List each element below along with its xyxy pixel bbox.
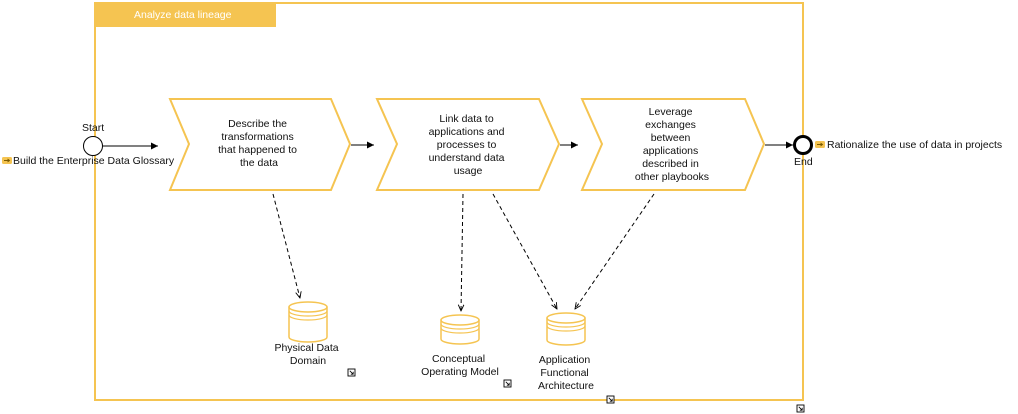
task1-text: Describe the transformations that happen… bbox=[218, 118, 300, 169]
external-link-left[interactable]: Build the Enterprise Data Glossary bbox=[2, 155, 175, 167]
task1-line: the data bbox=[240, 157, 278, 169]
task3-text: Leverage exchanges between applications … bbox=[635, 106, 709, 183]
store1-line: Domain bbox=[290, 355, 326, 367]
database-icon bbox=[288, 301, 328, 343]
subprocess-marker-icon[interactable] bbox=[606, 395, 615, 404]
start-label: Start bbox=[82, 122, 104, 134]
task2-line: usage bbox=[454, 165, 483, 177]
task1-line: transformations bbox=[221, 131, 293, 143]
database-icon bbox=[440, 314, 480, 345]
subprocess-marker-icon[interactable] bbox=[347, 368, 356, 377]
task3-line: exchanges bbox=[645, 119, 696, 131]
task3-line: applications bbox=[643, 145, 698, 157]
store2-line: Operating Model bbox=[421, 366, 499, 378]
end-label: End bbox=[794, 156, 813, 168]
lane-title: Analyze data lineage bbox=[134, 9, 232, 21]
data-store-physical-data-domain[interactable]: Physical Data Domain bbox=[274, 301, 356, 377]
association-task2-application bbox=[492, 193, 557, 309]
task-describe-transformations[interactable]: Describe the transformations that happen… bbox=[168, 98, 352, 191]
task1-line: that happened to bbox=[218, 144, 297, 156]
store3-text: Application Functional Architecture bbox=[538, 354, 594, 392]
task3-line: other playbooks bbox=[635, 171, 709, 183]
external-right-label: Rationalize the use of data in projects bbox=[827, 139, 1002, 151]
task3-line: described in bbox=[642, 158, 699, 170]
external-left-label: Build the Enterprise Data Glossary bbox=[13, 155, 175, 167]
task2-line: processes to bbox=[437, 139, 497, 151]
store2-line: Conceptual bbox=[432, 353, 485, 365]
association-task1-physical-data bbox=[272, 193, 300, 298]
task2-line: understand data bbox=[429, 152, 505, 164]
store3-line: Application bbox=[539, 354, 591, 366]
store1-line: Physical Data bbox=[274, 342, 338, 354]
lane-subprocess-marker-icon[interactable] bbox=[796, 404, 805, 413]
association-task2-conceptual bbox=[461, 193, 463, 311]
task1-line: Describe the bbox=[228, 118, 287, 130]
task3-line: Leverage bbox=[649, 106, 693, 118]
data-store-conceptual-operating-model[interactable]: Conceptual Operating Model bbox=[421, 314, 512, 388]
data-store-application-functional-architecture[interactable]: Application Functional Architecture bbox=[538, 312, 615, 404]
external-link-right[interactable]: Rationalize the use of data in projects bbox=[815, 139, 1002, 151]
store2-text: Conceptual Operating Model bbox=[421, 353, 499, 378]
store3-line: Architecture bbox=[538, 380, 594, 392]
task3-line: between bbox=[651, 132, 691, 144]
association-task3-application bbox=[575, 193, 655, 309]
start-event[interactable] bbox=[83, 136, 103, 156]
link-icon bbox=[2, 157, 12, 164]
lane-header[interactable] bbox=[95, 3, 276, 27]
lane-border bbox=[94, 2, 804, 401]
database-icon bbox=[546, 312, 586, 346]
task2-line: applications and bbox=[429, 126, 505, 138]
store3-line: Functional bbox=[540, 367, 588, 379]
end-event[interactable] bbox=[793, 135, 813, 155]
task2-line: Link data to bbox=[439, 113, 493, 125]
task-leverage-exchanges[interactable]: Leverage exchanges between applications … bbox=[580, 98, 766, 191]
link-icon bbox=[815, 141, 825, 148]
task2-text: Link data to applications and processes … bbox=[429, 113, 508, 177]
task-link-data-to-applications[interactable]: Link data to applications and processes … bbox=[375, 98, 561, 191]
subprocess-marker-icon[interactable] bbox=[503, 379, 512, 388]
store1-text: Physical Data Domain bbox=[274, 342, 341, 367]
